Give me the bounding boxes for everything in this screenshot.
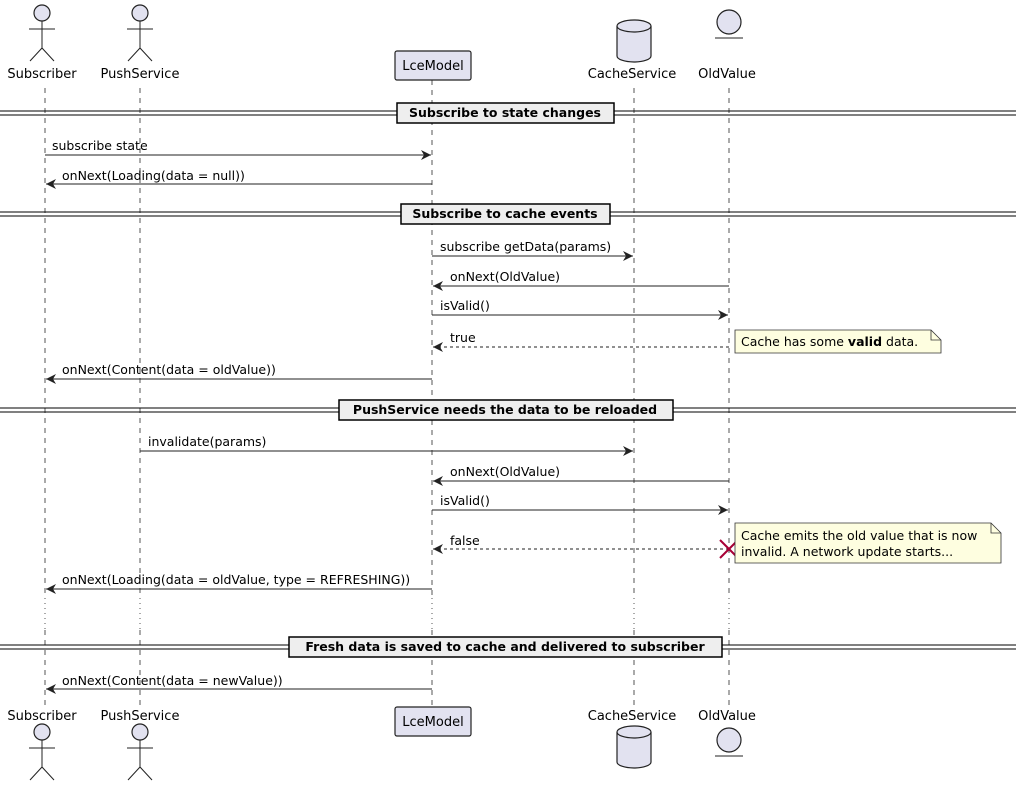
- divider-label: PushService needs the data to be reloade…: [353, 402, 657, 417]
- entity-icon-bottom: [715, 727, 743, 757]
- message-label: subscribe getData(params): [440, 239, 611, 254]
- participant-label-subscriber: Subscriber: [7, 67, 77, 82]
- message-label: invalidate(params): [148, 434, 266, 449]
- message-return-false: false: [433, 533, 729, 554]
- entity-icon: [715, 9, 743, 39]
- note-valid: Cache has some valid data.: [734, 329, 942, 354]
- message-label: onNext(Loading(data = null)): [62, 168, 245, 183]
- participant-label-oldvalue-bottom: OldValue: [698, 709, 756, 724]
- message-label: onNext(Content(data = newValue)): [62, 673, 283, 688]
- divider-fresh-data: Fresh data is saved to cache and deliver…: [0, 636, 1016, 658]
- message-label: isValid(): [440, 298, 490, 313]
- dividers: Subscribe to state changes Subscribe to …: [0, 102, 1016, 658]
- message-loading-refreshing: onNext(Loading(data = oldValue, type = R…: [46, 572, 432, 594]
- note-text-after: data.: [882, 334, 918, 349]
- participant-box-lcemodel: [394, 50, 472, 81]
- participant-label-subscriber-bottom: Subscriber: [7, 709, 77, 724]
- subscriber-actor-icon-bottom: [29, 723, 55, 781]
- participant-label-lcemodel-bottom: LceModel: [402, 715, 463, 730]
- message-label: isValid(): [440, 493, 490, 508]
- divider-label: Subscribe to cache events: [412, 206, 597, 221]
- message-subscribe-state: subscribe state: [45, 138, 431, 160]
- message-invalidate: invalidate(params): [140, 434, 633, 456]
- message-isvalid-2: isValid(): [432, 493, 728, 515]
- message-subscribe-getdata: subscribe getData(params): [432, 239, 633, 261]
- message-label: false: [450, 533, 480, 548]
- note-text-bold: valid: [848, 334, 882, 349]
- message-label: onNext(OldValue): [450, 464, 560, 479]
- message-content-oldvalue: onNext(Content(data = oldValue)): [46, 362, 432, 384]
- participants-bottom: Subscriber PushService LceModel CacheSer…: [7, 706, 756, 781]
- participants-top: Subscriber PushService LceModel CacheSer…: [7, 4, 756, 82]
- participant-label-lcemodel: LceModel: [402, 59, 463, 74]
- participant-label-pushservice-bottom: PushService: [101, 709, 180, 724]
- participant-box-lcemodel-bottom: [394, 706, 472, 737]
- subscriber-actor-icon: [29, 4, 55, 62]
- message-label: onNext(Loading(data = oldValue, type = R…: [62, 572, 410, 587]
- divider-label: Fresh data is saved to cache and deliver…: [305, 639, 705, 654]
- message-onnext-oldvalue-2: onNext(OldValue): [433, 464, 729, 486]
- database-icon-bottom: [616, 725, 652, 769]
- participant-label-pushservice: PushService: [101, 67, 180, 82]
- message-onnext-oldvalue: onNext(OldValue): [433, 269, 729, 291]
- note-text-line1: Cache emits the old value that is now: [741, 528, 977, 543]
- message-label: subscribe state: [52, 138, 148, 153]
- message-label: onNext(OldValue): [450, 269, 560, 284]
- message-loading-null: onNext(Loading(data = null)): [46, 168, 432, 189]
- note-invalid: Cache emits the old value that is now in…: [734, 522, 1002, 564]
- participant-label-oldvalue: OldValue: [698, 67, 756, 82]
- divider-reload: PushService needs the data to be reloade…: [0, 399, 1016, 421]
- note-text-line2: invalid. A network update starts...: [741, 544, 953, 559]
- note-text: Cache has some valid data.: [741, 334, 918, 349]
- pushservice-actor-icon: [127, 4, 153, 62]
- participant-label-cacheservice-bottom: CacheService: [588, 709, 676, 724]
- divider-state-changes: Subscribe to state changes: [0, 102, 1016, 124]
- messages: subscribe state onNext(Loading(data = nu…: [45, 138, 729, 694]
- message-isvalid: isValid(): [432, 298, 728, 320]
- participant-label-cacheservice: CacheService: [588, 67, 676, 82]
- message-return-true: true: [433, 330, 729, 352]
- message-content-newvalue: onNext(Content(data = newValue)): [46, 673, 432, 694]
- message-label: onNext(Content(data = oldValue)): [62, 362, 276, 377]
- note-text-before: Cache has some: [741, 334, 848, 349]
- divider-cache-events: Subscribe to cache events: [0, 203, 1016, 225]
- message-label: true: [450, 330, 476, 345]
- pushservice-actor-icon-bottom: [127, 723, 153, 781]
- database-icon: [616, 19, 652, 63]
- divider-label: Subscribe to state changes: [409, 105, 601, 120]
